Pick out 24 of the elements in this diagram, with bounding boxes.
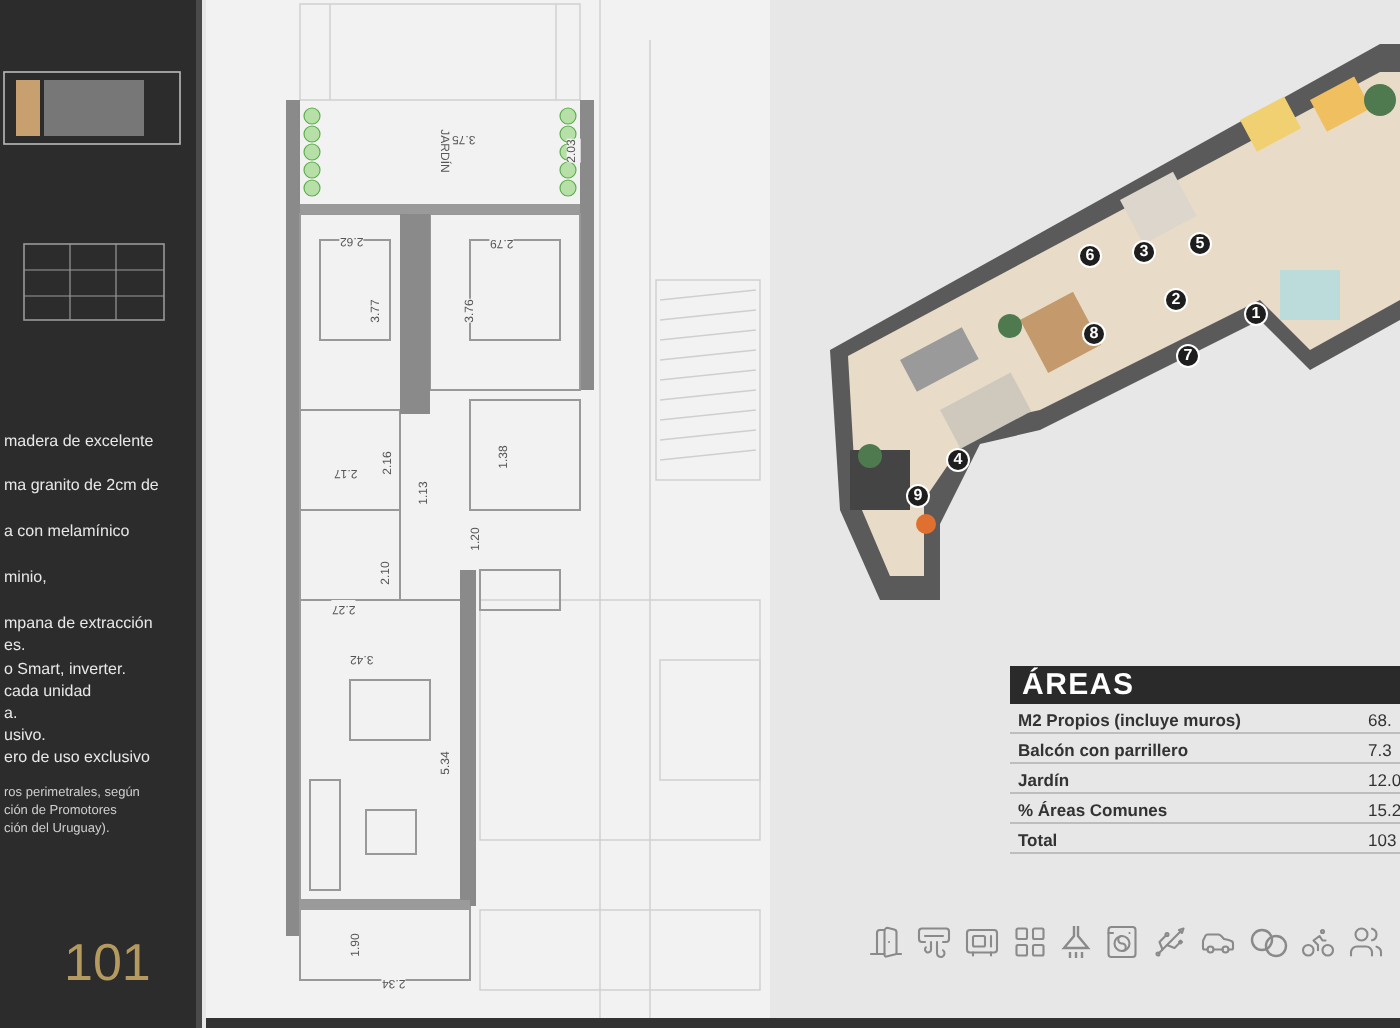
table-cell-text: Balcón con parrillero xyxy=(1018,738,1189,764)
feature-text: mpana de extracción xyxy=(4,614,153,634)
feature-text: a con melamínico xyxy=(4,522,130,542)
table-header: ÁREAS xyxy=(1010,666,1400,704)
feature-text: madera de excelente xyxy=(4,432,154,452)
table-cell-text: M2 Propios (incluye muros) xyxy=(1018,708,1241,734)
table-cell-text: 103 xyxy=(1368,828,1397,854)
callout-number: 7 xyxy=(1176,344,1200,368)
table-cell-text: 15.2 xyxy=(1368,798,1400,824)
table-cell-text: 12.0 xyxy=(1368,768,1400,794)
unit-number: 101 xyxy=(64,932,151,992)
feature-text: minio, xyxy=(4,568,47,588)
feature-text: es. xyxy=(4,636,26,656)
table-cell-text: 7.3 xyxy=(1368,738,1392,764)
feature-text: usivo. xyxy=(4,726,46,746)
feature-text: o Smart, inverter. xyxy=(4,660,126,680)
feature-text: ero de uso exclusivo xyxy=(4,748,150,768)
table-cell-text: Jardín xyxy=(1018,768,1070,794)
feature-text: cada unidad xyxy=(4,682,92,702)
feature-text: ma granito de 2cm de xyxy=(4,476,159,496)
feature-text: a. xyxy=(4,704,18,724)
table-cell-text: 68. xyxy=(1368,708,1392,734)
table-cell-text: Total xyxy=(1018,828,1058,854)
table-cell-text: % Áreas Comunes xyxy=(1018,798,1168,824)
